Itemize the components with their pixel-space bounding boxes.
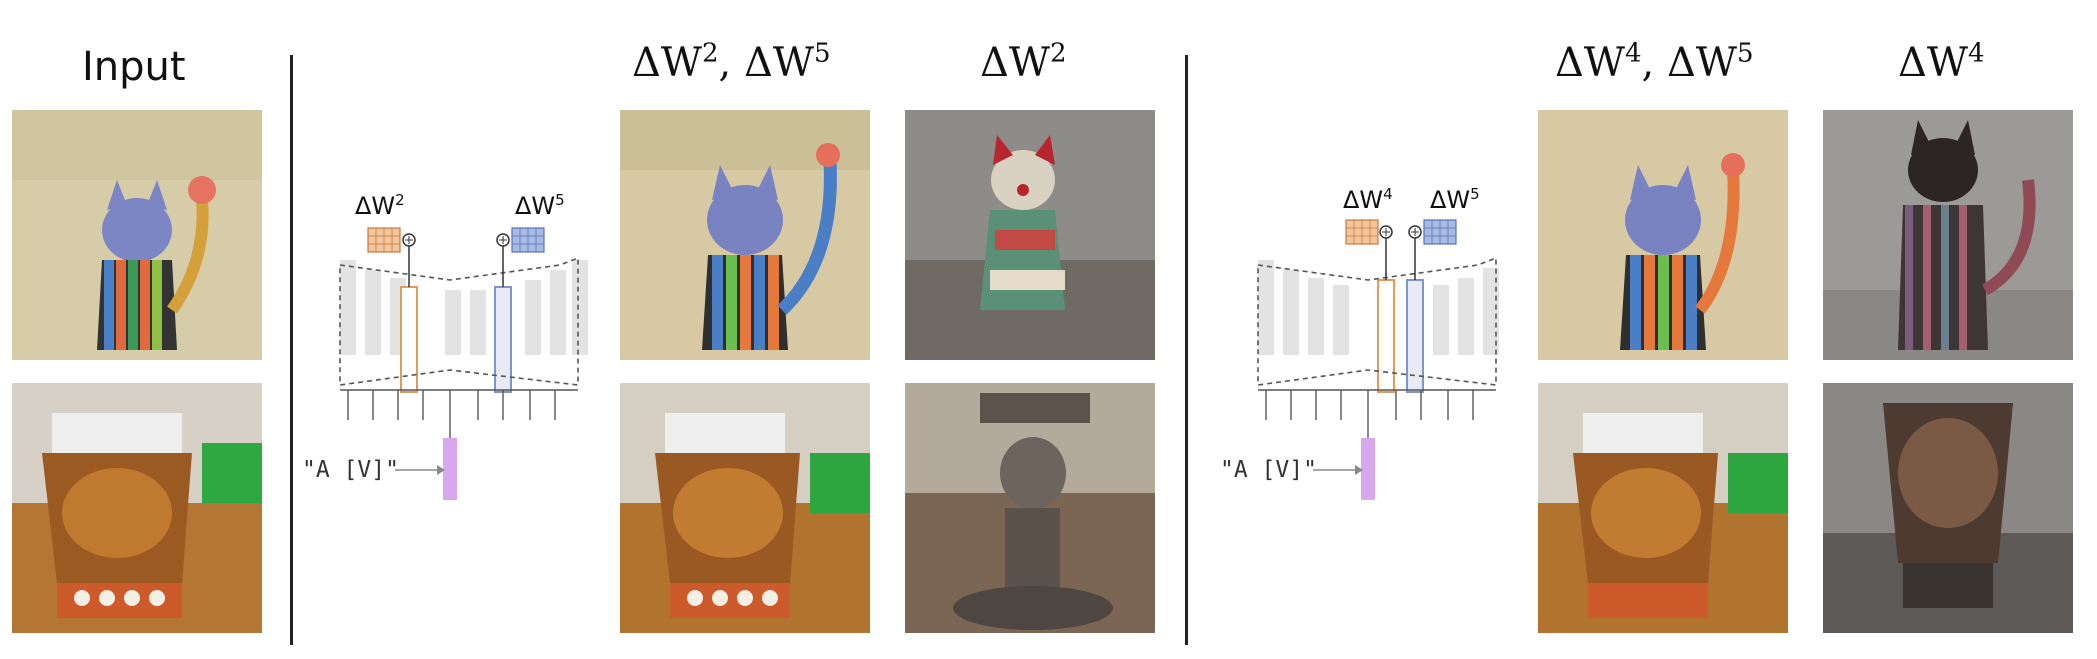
dw-layer-blue: [1406, 279, 1424, 393]
dw-left-label: ΔW2: [355, 191, 405, 220]
input-cat-image: [12, 110, 262, 360]
input-column-title: Input: [82, 44, 186, 90]
dw-right-label: ΔW5: [515, 191, 565, 220]
g2-single-cat-image: [1823, 110, 2073, 360]
g1-single-statue-image: [905, 383, 1155, 633]
input-mug-image: [12, 383, 262, 633]
divider-right: [1185, 55, 1188, 645]
dw-layer-orange: [1377, 279, 1395, 393]
g2-single-title: ΔW4: [1898, 38, 1985, 86]
prompt-label: "A [V]": [302, 457, 399, 483]
unet-2-svg: [1257, 219, 1499, 500]
dw-left-label: ΔW4: [1343, 185, 1393, 214]
g2-combined-mug-image: [1538, 383, 1788, 633]
unet-outline: [339, 256, 579, 386]
unet-diagram-2: ΔW4 ΔW5 "A [V]": [1218, 180, 1518, 510]
g1-single-cat-image: [905, 110, 1155, 360]
divider-left: [290, 55, 293, 645]
dw-right-label: ΔW5: [1430, 185, 1480, 214]
g1-single-title: ΔW2: [980, 38, 1067, 86]
g2-combined-title: ΔW4, ΔW5: [1555, 38, 1754, 86]
prompt-label: "A [V]": [1220, 457, 1317, 483]
unet-1-svg: [339, 227, 588, 500]
text-embedding-bar: [1361, 438, 1375, 500]
g1-combined-cat-image: [620, 110, 870, 360]
g2-combined-cat-image: [1538, 110, 1788, 360]
text-embedding-bar: [443, 438, 457, 500]
g1-combined-mug-image: [620, 383, 870, 633]
g1-combined-title: ΔW2, ΔW5: [632, 38, 831, 86]
g2-single-mug-image: [1823, 383, 2073, 633]
unet-diagram-1: ΔW2 ΔW5 "A [V]": [300, 180, 600, 510]
